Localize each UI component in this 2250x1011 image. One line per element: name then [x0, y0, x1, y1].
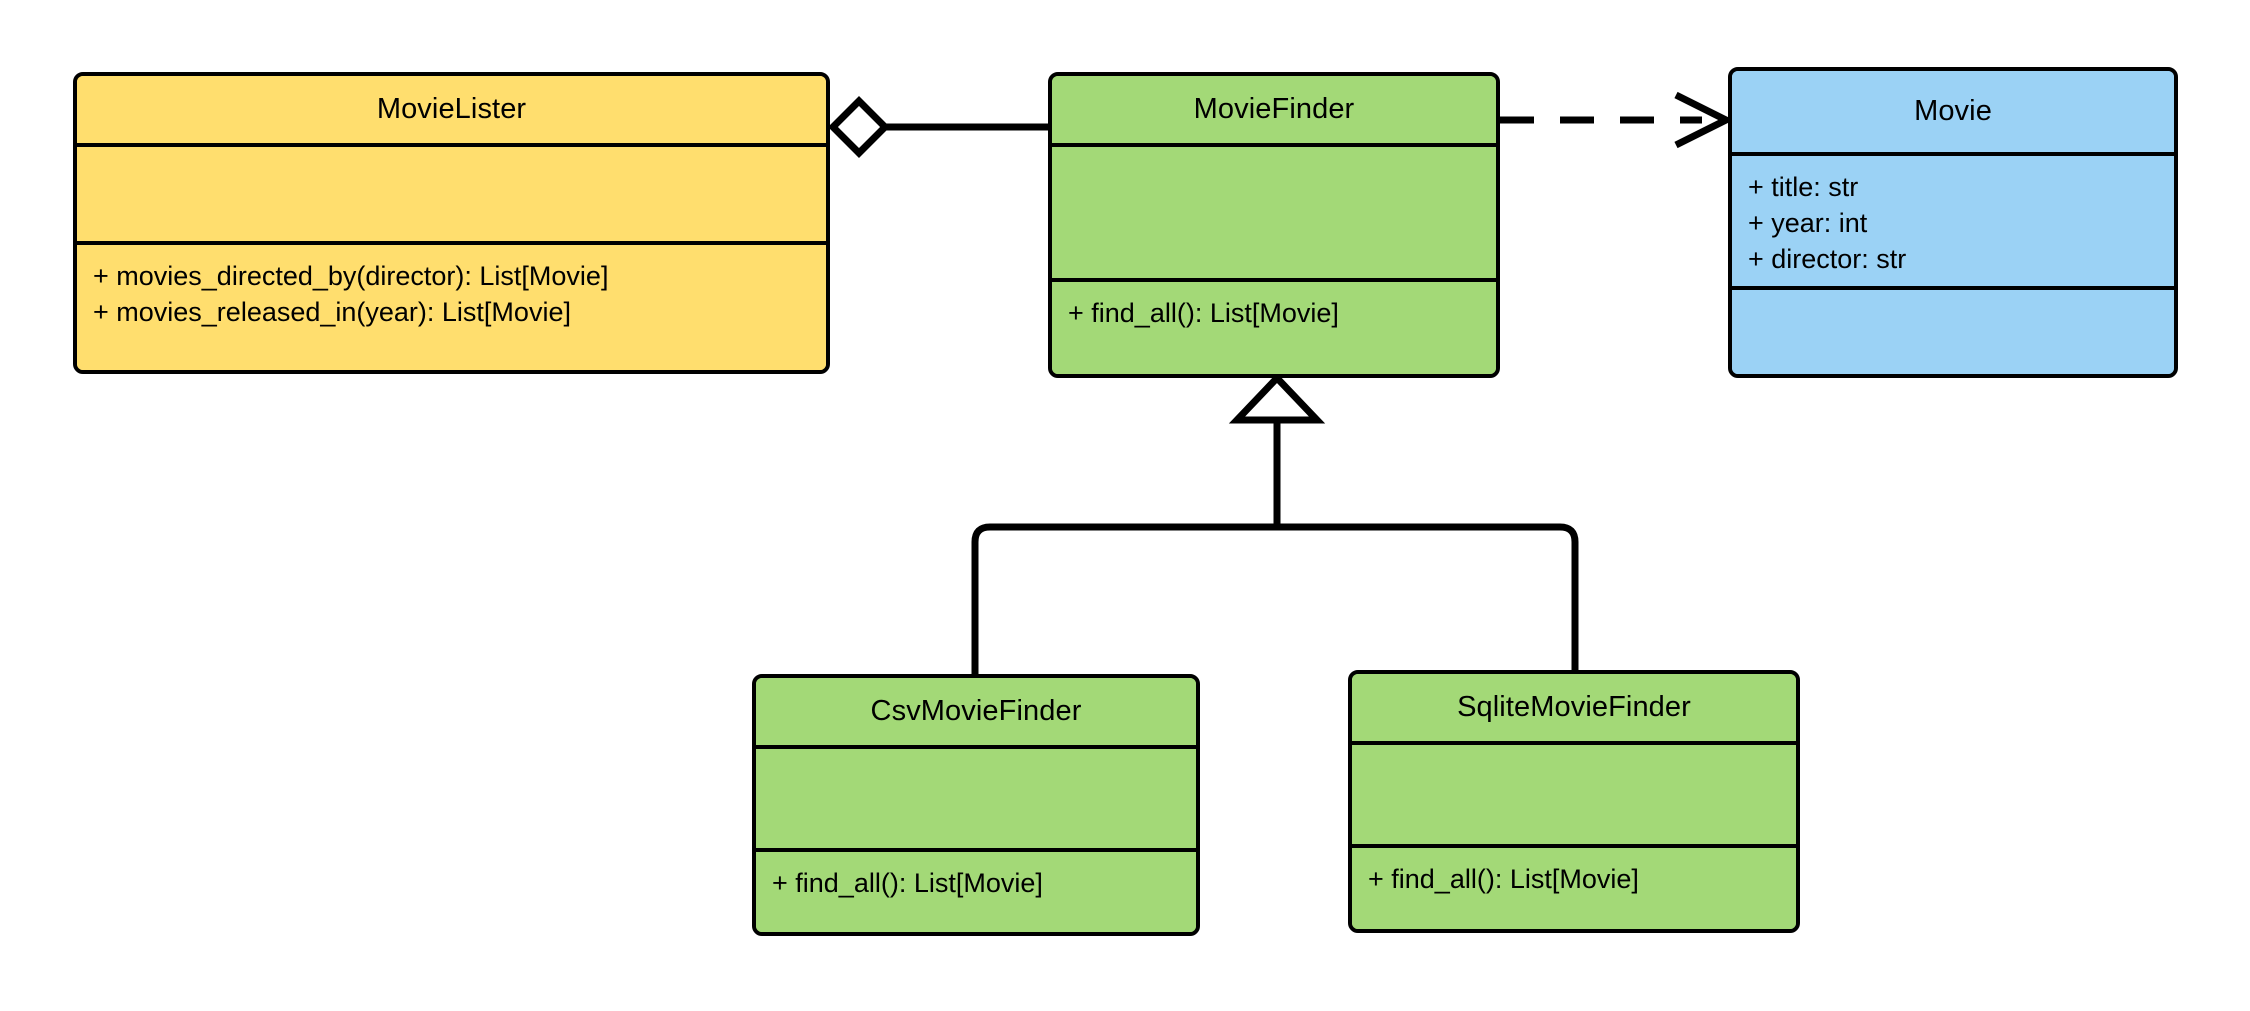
- edge-aggregation-lister-finder: [828, 96, 1048, 158]
- class-attributes-compartment: [77, 143, 826, 241]
- edge-dependency-finder-movie: [1500, 91, 1734, 149]
- class-attributes-compartment: [1352, 741, 1796, 844]
- method-line: + movies_released_in(year): List[Movie]: [93, 296, 571, 327]
- edge-generalization-tree: [971, 372, 1579, 676]
- class-methods-compartment: [1732, 286, 2174, 374]
- attribute-line: + director: str: [1748, 243, 1907, 274]
- class-name-label: MovieLister: [376, 92, 527, 125]
- class-box-movie-finder[interactable]: MovieFinder + find_all(): List[Movie]: [1048, 72, 1500, 378]
- class-box-movie[interactable]: Movie + title: str + year: int + directo…: [1728, 67, 2178, 378]
- hollow-diamond-icon: [828, 96, 890, 158]
- method-line: + find_all(): List[Movie]: [1368, 864, 1639, 894]
- hollow-triangle-icon: [1228, 372, 1326, 424]
- method-line: + find_all(): List[Movie]: [1068, 298, 1339, 328]
- open-arrow-icon: [1674, 91, 1734, 149]
- class-title-compartment: MovieFinder: [1052, 76, 1496, 143]
- class-name-label: MovieFinder: [1193, 92, 1355, 125]
- class-title-compartment: Movie: [1732, 71, 2174, 152]
- class-box-movie-lister[interactable]: MovieLister + movies_directed_by(directo…: [73, 72, 830, 374]
- class-methods-compartment: + find_all(): List[Movie]: [756, 848, 1196, 932]
- class-title-compartment: CsvMovieFinder: [756, 678, 1196, 745]
- class-name-label: SqliteMovieFinder: [1457, 690, 1691, 723]
- class-box-sqlite-movie-finder[interactable]: SqliteMovieFinder + find_all(): List[Mov…: [1348, 670, 1800, 933]
- class-methods-compartment: + find_all(): List[Movie]: [1352, 844, 1796, 929]
- generalization-branch-sqlite: [1277, 523, 1579, 672]
- class-attributes-compartment: + title: str + year: int + director: str: [1732, 152, 2174, 286]
- class-title-compartment: SqliteMovieFinder: [1352, 674, 1796, 741]
- class-name-label: CsvMovieFinder: [870, 694, 1082, 727]
- class-attributes-compartment: [756, 745, 1196, 848]
- class-title-compartment: MovieLister: [77, 76, 826, 143]
- attribute-line: + title: str: [1748, 172, 1859, 202]
- method-line: + movies_directed_by(director): List[Mov…: [93, 261, 609, 291]
- class-name-label: Movie: [1914, 94, 1992, 127]
- class-attributes-compartment: [1052, 143, 1496, 278]
- class-methods-compartment: + movies_directed_by(director): List[Mov…: [77, 241, 826, 370]
- class-box-csv-movie-finder[interactable]: CsvMovieFinder + find_all(): List[Movie]: [752, 674, 1200, 936]
- method-line: + find_all(): List[Movie]: [772, 868, 1043, 898]
- attribute-line: + year: int: [1748, 207, 1868, 238]
- generalization-branch-csv: [971, 523, 1277, 676]
- class-methods-compartment: + find_all(): List[Movie]: [1052, 278, 1496, 374]
